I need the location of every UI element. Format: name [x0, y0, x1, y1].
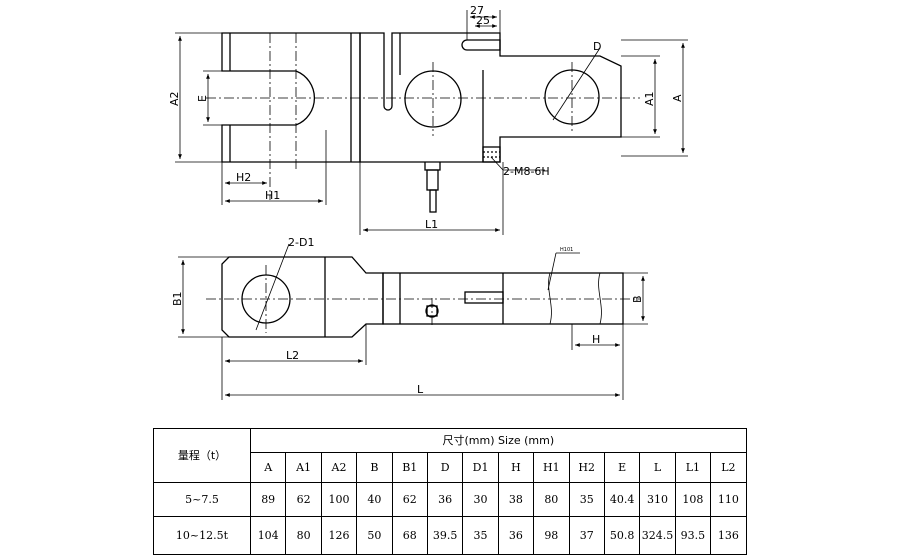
value-cell: 98 [533, 516, 570, 555]
dim-B1-label: B1 [171, 291, 184, 306]
column-header: L2 [710, 452, 747, 483]
capacity-cell: 5~7.5 [153, 482, 251, 517]
technical-drawing: 27 25 D A2 E A1 A H2 H1 L1 2-M8-6H [168, 4, 688, 400]
value-cell: 104 [249, 516, 287, 555]
value-cell: 136 [710, 516, 747, 555]
cable [429, 189, 437, 213]
value-cell: 324.5 [639, 516, 676, 555]
top-view [221, 32, 622, 213]
column-header: D [426, 452, 464, 483]
bottom-break-line [548, 272, 552, 325]
bottom-labels: 2-D1 B1 B H L2 L H101 [171, 236, 644, 396]
thread-label: 2-M8-6H [503, 165, 550, 178]
value-cell: 30 [462, 482, 499, 517]
value-cell: 62 [391, 482, 428, 517]
top-labels: 27 25 D A2 E A1 A H2 H1 L1 2-M8-6H [168, 4, 684, 231]
column-header: H1 [533, 452, 570, 483]
value-cell: 100 [320, 482, 358, 517]
column-header: H2 [568, 452, 605, 483]
dim-A1-label: A1 [643, 91, 656, 106]
value-cell: 50 [356, 516, 393, 555]
size-header: 尺寸(mm) Size (mm) [250, 428, 747, 453]
value-cell: 62 [285, 482, 322, 517]
top-tapped-hole [482, 146, 501, 163]
dim-L2-label: L2 [286, 349, 299, 362]
value-cell: 35 [462, 516, 499, 555]
value-cell: 68 [391, 516, 428, 555]
bottom-view [221, 256, 624, 338]
value-cell: 310 [639, 482, 676, 517]
column-header: E [603, 452, 641, 483]
top-right-hole [544, 69, 600, 125]
dim-27-label: 27 [470, 4, 484, 17]
dim-L1-label: L1 [425, 218, 438, 231]
value-cell: 36 [497, 516, 535, 555]
top-dimensions [175, 10, 688, 235]
tiny-label: H101 [560, 247, 573, 253]
capacity-cell: 10~12.5t [153, 516, 251, 555]
column-header: B1 [391, 452, 428, 483]
value-cell: 108 [674, 482, 712, 517]
column-header: L1 [674, 452, 712, 483]
top-centre-body [359, 32, 622, 163]
column-header: L [639, 452, 676, 483]
value-cell: 80 [533, 482, 570, 517]
value-cell: 93.5 [674, 516, 712, 555]
value-cell: 39.5 [426, 516, 464, 555]
top-left-clevis [221, 32, 361, 163]
dim-E-label: E [196, 95, 209, 102]
bottom-centre-lines [206, 265, 640, 333]
bottom-left-plate [221, 256, 384, 338]
value-cell: 40.4 [603, 482, 641, 517]
column-header: A2 [320, 452, 358, 483]
column-header: B [356, 452, 393, 483]
dim-H1-label: H1 [265, 189, 280, 202]
dim-D-label: D [593, 40, 601, 53]
value-cell: 35 [568, 482, 605, 517]
value-cell: 50.8 [603, 516, 641, 555]
value-cell: 38 [497, 482, 535, 517]
bottom-dimensions [178, 243, 648, 400]
cable-gland [424, 162, 441, 171]
bottom-break-line [598, 272, 602, 325]
column-header: A [249, 452, 287, 483]
column-header: H [497, 452, 535, 483]
column-header: D1 [462, 452, 499, 483]
dim-A2-label: A2 [168, 91, 181, 106]
dim-H-label: H [592, 333, 600, 346]
value-cell: 89 [249, 482, 287, 517]
cable-connector [426, 169, 439, 191]
dim-H2-label: H2 [236, 171, 251, 184]
value-cell: 37 [568, 516, 605, 555]
bottom-bolt-slot [464, 291, 504, 304]
value-cell: 126 [320, 516, 358, 555]
dim-L-label: L [417, 383, 424, 396]
value-cell: 80 [285, 516, 322, 555]
dim-B-label: B [631, 295, 644, 303]
column-header: A1 [285, 452, 322, 483]
value-cell: 110 [710, 482, 747, 517]
table-header-row: 量程（t） 尺寸(mm) Size (mm) [153, 428, 747, 483]
dim-2D1-label: 2-D1 [288, 236, 314, 249]
top-centre-lines [206, 33, 640, 200]
value-cell: 40 [356, 482, 393, 517]
dim-25-label: 25 [476, 14, 490, 27]
dim-A-label: A [671, 94, 684, 102]
capacity-header: 量程（t） [153, 428, 251, 483]
value-cell: 36 [426, 482, 464, 517]
top-bolt-slot [461, 39, 501, 51]
